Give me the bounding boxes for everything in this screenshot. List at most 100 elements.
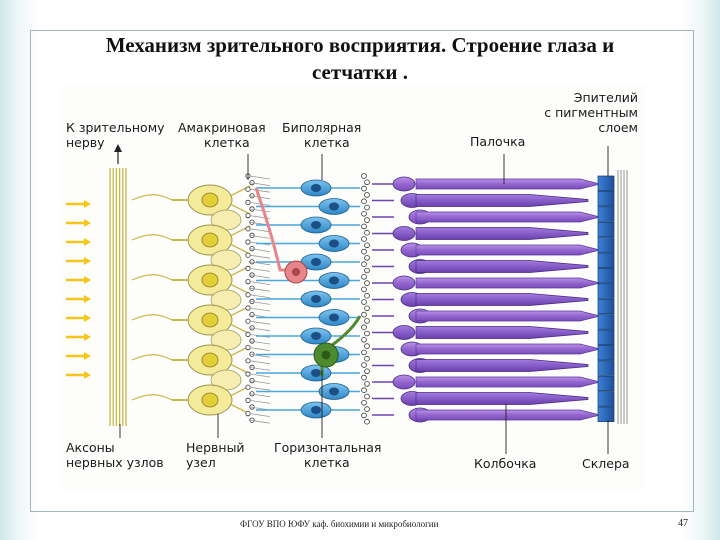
light-arrow-head <box>84 314 91 322</box>
plexus-fiber <box>249 261 271 266</box>
nerve-fiber-layer <box>109 144 127 426</box>
label-pointer-lines <box>119 146 609 454</box>
synapse-dot <box>245 371 251 377</box>
bipolar-nucleus <box>329 387 339 396</box>
label-amacrine-cell-line-2: клетка <box>204 135 250 150</box>
ganglion-axon <box>131 194 173 201</box>
synapse-dot <box>245 213 251 219</box>
rod-cell <box>415 211 601 223</box>
synapse-dot <box>361 173 367 179</box>
light-arrow-head <box>84 371 91 379</box>
synapse-dot <box>245 252 251 258</box>
label-to-optic-nerve-line-1: К зрительному <box>66 120 165 135</box>
plexus-fiber <box>249 367 271 371</box>
bipolar-nucleus <box>311 221 321 229</box>
epithelium-cell <box>597 237 615 253</box>
label-cone-line-1: Колбочка <box>474 456 537 471</box>
label-sclera: Склера <box>582 456 630 471</box>
ganglion-nucleus <box>201 312 219 328</box>
synapse-dot <box>364 255 370 261</box>
label-amacrine-cell: Амакриновая клетка <box>178 120 266 150</box>
synapse-dot <box>245 239 251 245</box>
amacrine-nucleus <box>292 268 300 276</box>
horizontal-nucleus <box>321 350 331 360</box>
epithelium-cell <box>597 298 615 315</box>
plexus-fiber <box>249 386 271 391</box>
ganglion-cell-layer <box>131 184 251 416</box>
label-ganglion-axons-line-1: Аксоны <box>66 440 115 455</box>
label-ganglion-cell-line-2: узел <box>186 455 216 470</box>
cone-cell <box>415 293 589 306</box>
cone-cell <box>415 392 589 405</box>
light-arrow-head <box>84 352 91 360</box>
synapse-dot <box>245 186 251 192</box>
synapse-dot <box>364 179 370 186</box>
synapse-dot <box>364 267 370 274</box>
cone-cell <box>415 326 589 339</box>
synapse-dot <box>364 368 370 375</box>
synapse-dot <box>361 223 367 230</box>
synapse-dot <box>245 305 251 311</box>
epithelium-cell <box>597 268 615 284</box>
synapse-dot <box>364 406 370 412</box>
ganglion-axon <box>131 394 173 401</box>
label-bipolar-cell-line-1: Биполярная <box>282 120 362 135</box>
bipolar-nucleus <box>311 258 321 266</box>
cone-cell <box>415 227 589 240</box>
ganglion-nucleus <box>201 272 219 288</box>
synapse-dot <box>245 292 251 298</box>
plexus-fiber <box>249 360 271 365</box>
plexus-fiber <box>249 228 271 233</box>
synapse-dot <box>245 358 251 364</box>
label-bipolar-cell-line-2: клетка <box>304 135 350 150</box>
plexus-fiber <box>249 320 271 325</box>
rod-cell <box>415 376 601 388</box>
ganglion-nucleus <box>201 352 219 368</box>
light-arrow-head <box>84 295 91 303</box>
synapse-dot <box>245 318 251 324</box>
label-rod: Палочка <box>470 134 525 149</box>
synapse-dot <box>364 229 370 236</box>
ganglion-nucleus <box>201 232 219 248</box>
rod-cell <box>415 277 601 289</box>
cone-nucleus-body <box>392 325 416 340</box>
light-arrow-head <box>84 333 91 341</box>
synapse-dot <box>364 318 370 324</box>
synapse-dot <box>245 384 251 390</box>
plexus-fiber <box>249 281 271 285</box>
slide-title: Механизм зрительного восприятия. Строени… <box>40 32 680 86</box>
synapse-dot <box>361 299 367 305</box>
epithelium-cell <box>597 391 615 407</box>
light-arrow-head <box>84 257 91 265</box>
synapse-dot <box>361 185 367 192</box>
photoreceptor-layer <box>372 176 601 423</box>
rod-nucleus-body <box>392 275 416 291</box>
synapse-dot <box>361 311 367 318</box>
epithelium-cell <box>597 221 615 238</box>
epithelium-cell <box>597 360 615 376</box>
label-pigment-epithelium: Эпителий с пигментным слоем <box>542 90 638 135</box>
rod-cell <box>415 244 601 256</box>
label-pigment-epithelium-line-3: слоем <box>598 120 638 135</box>
synapse-dot <box>361 248 367 255</box>
synapse-dot <box>245 344 251 351</box>
synapse-dot <box>361 399 367 406</box>
plexus-fiber <box>249 327 271 332</box>
bipolar-nucleus <box>329 313 339 322</box>
label-sclera-line-1: Склера <box>582 456 630 471</box>
rod-cell <box>415 310 601 322</box>
synapse-dot <box>364 292 370 299</box>
synapse-dot <box>364 330 370 337</box>
outer-plexiform-layer <box>361 173 370 425</box>
ganglion-axon <box>131 314 173 321</box>
light-arrow-head <box>84 219 91 227</box>
label-ganglion-axons-line-2: нервных узлов <box>66 455 164 470</box>
cone-cell <box>415 194 589 207</box>
plexus-fiber <box>249 248 271 252</box>
epithelium-cell <box>597 375 615 392</box>
label-amacrine-cell-line-1: Амакриновая <box>178 120 266 135</box>
retina-illustration <box>66 144 628 454</box>
plexus-fiber <box>249 287 271 292</box>
synapse-dot <box>361 324 367 331</box>
plexus-fiber <box>249 380 271 384</box>
